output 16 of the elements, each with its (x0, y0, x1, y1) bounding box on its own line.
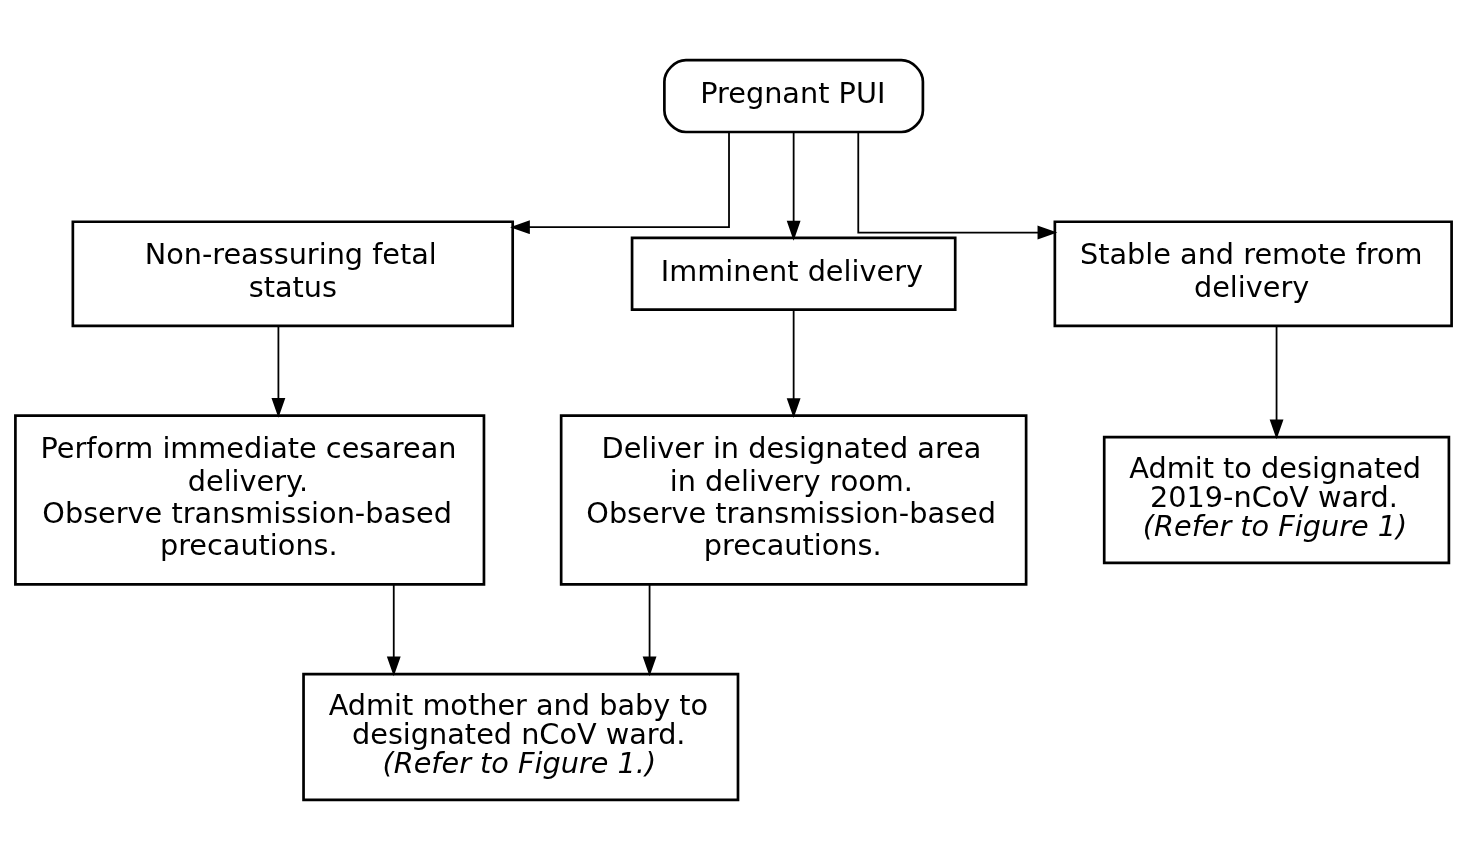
arrow (786, 130, 801, 241)
arrow (386, 583, 401, 676)
node-box: Non-reassuring fetal status (71, 219, 515, 327)
arrow (857, 131, 1058, 239)
node-box: Perform immediate cesarean delivery. Observe transmission-based precautions. (14, 413, 486, 586)
node-box: Admit to designated 2019-nCoV ward. (Refer to Figure 1) (1102, 435, 1451, 564)
node-box: Admit mother and baby to designated nCoV ward. (Refer to Figure 1.) (302, 672, 740, 801)
arrow (1269, 324, 1284, 439)
node-box: Imminent delivery (630, 236, 957, 311)
arrow (271, 324, 286, 418)
arrow (510, 131, 730, 234)
arrow (642, 583, 657, 676)
arrow (786, 308, 801, 418)
node-box: Stable and remote from delivery (1053, 219, 1453, 327)
node-box: Deliver in designated area in delivery room. Observe transmission-based precautions. (559, 413, 1028, 586)
node-box: Pregnant PUI (663, 58, 925, 133)
